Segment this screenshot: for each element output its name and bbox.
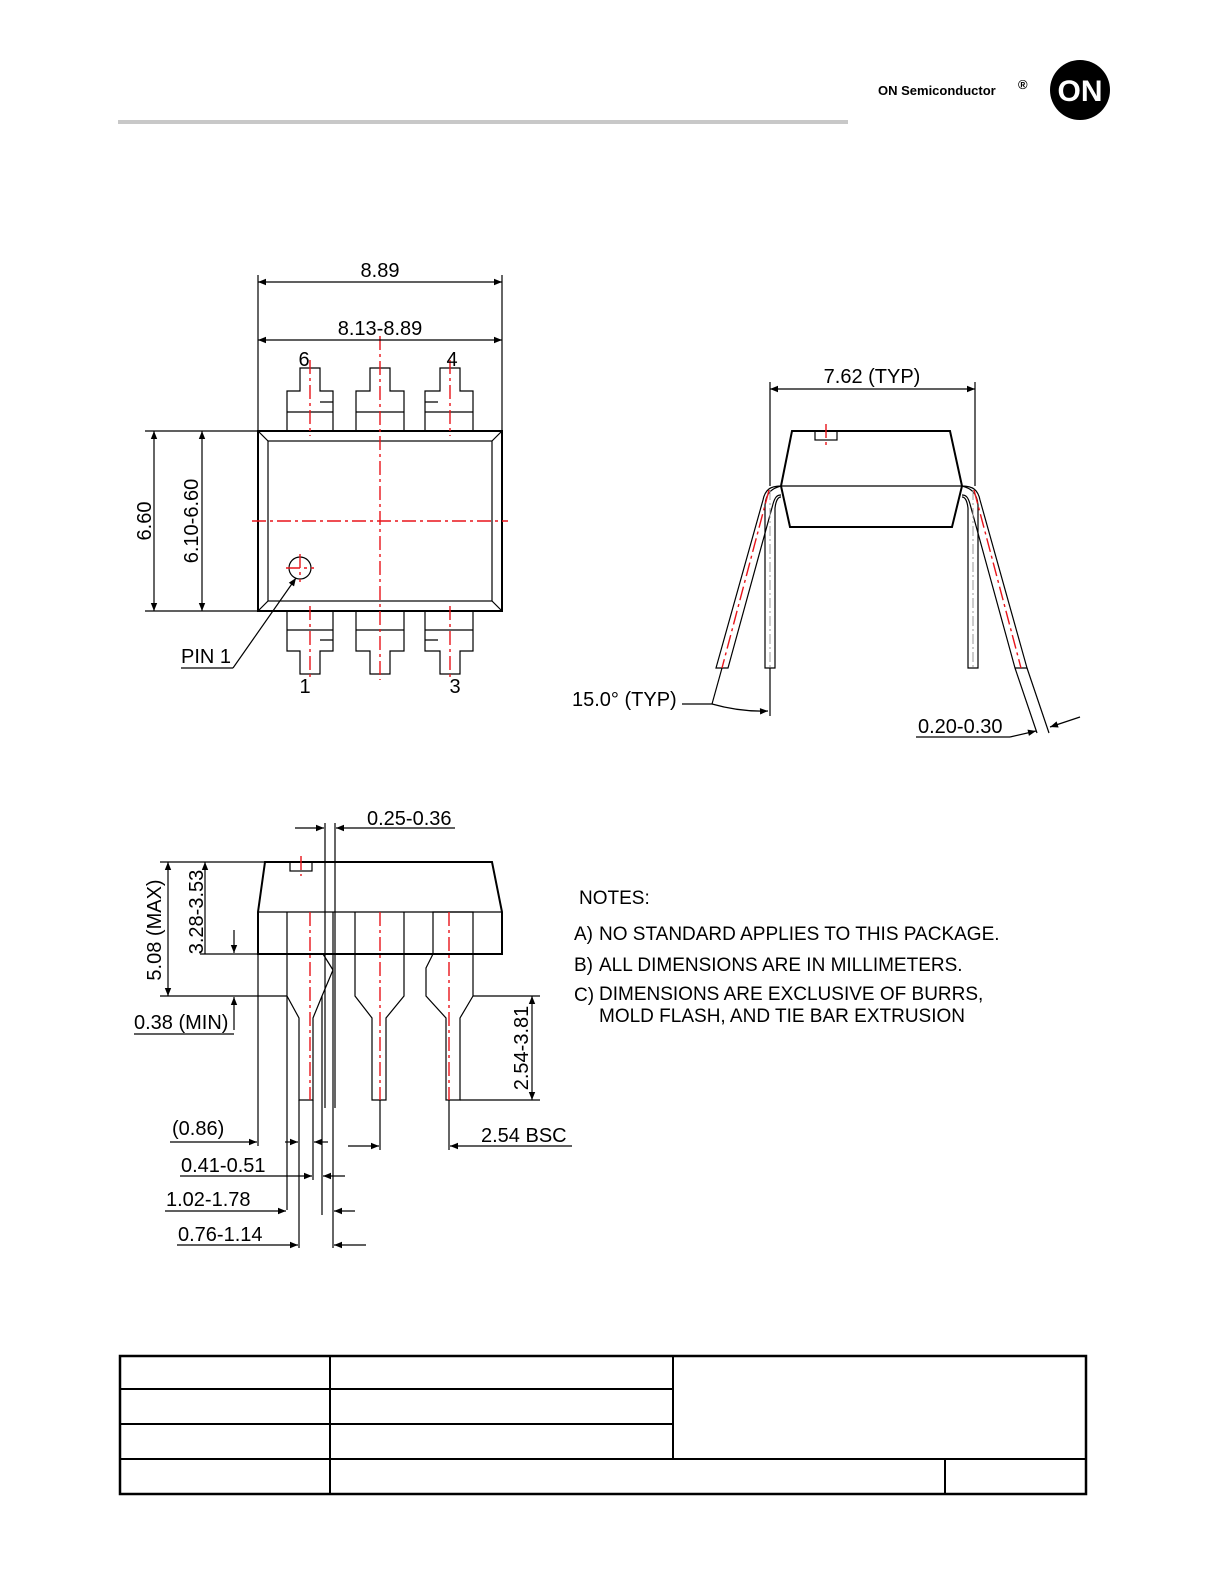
dim-lead-width: 0.41-0.51 [181, 1155, 266, 1177]
dim-lead-length: 2.54-3.81 [511, 1006, 533, 1091]
dim-overall-width: 6.60 [134, 502, 156, 541]
dim-pitch: 2.54 BSC [481, 1125, 567, 1147]
dim-overall-length: 8.89 [361, 260, 400, 282]
notes: NOTES: A) NO STANDARD APPLIES TO THIS PA… [574, 888, 1000, 1027]
side-lead-2 [354, 912, 405, 1101]
pin1-label: PIN 1 [181, 646, 231, 668]
end-left-outer-lead [715, 485, 782, 669]
dim-angle: 15.0° (TYP) [572, 689, 677, 711]
dim-lead-thk: 0.25-0.36 [367, 808, 452, 830]
pin-label-1: 1 [299, 676, 310, 698]
dim-body-height: 3.28-3.53 [186, 870, 208, 955]
end-body [779, 430, 964, 528]
on-logo: ON [1050, 60, 1110, 120]
side-view: 0.25-0.36 5.08 (MAX) 3.28-3.53 0.38 (MIN… [134, 808, 572, 1249]
svg-text:ON: ON [1058, 75, 1103, 108]
end-right-inner-lead [961, 485, 979, 669]
end-left-inner-lead [764, 485, 782, 669]
top-view: 8.89 8.13-8.89 6.60 6.10-6.60 6 4 1 3 PI… [134, 260, 508, 698]
side-lead-3 [425, 911, 474, 1101]
dim-standoff: 0.38 (MIN) [134, 1012, 228, 1034]
note-a-letter: A) [574, 924, 593, 945]
note-c-letter: C) [574, 985, 594, 1006]
dim-body-length: 8.13-8.89 [338, 318, 423, 340]
dim-height-max: 5.08 (MAX) [144, 879, 166, 980]
dim-lead-spacing: 7.62 (TYP) [824, 366, 921, 388]
pin-label-4: 4 [446, 349, 457, 371]
registered-mark: ® [1018, 77, 1028, 92]
dim-lead-thickness: 0.20-0.30 [918, 716, 1003, 738]
note-c-text-1: DIMENSIONS ARE EXCLUSIVE OF BURRS, [599, 984, 983, 1005]
dim-shoulder-width: 0.76-1.14 [178, 1224, 263, 1246]
notes-title: NOTES: [579, 888, 650, 909]
pin-label-3: 3 [449, 676, 460, 698]
dim-end: (0.86) [172, 1118, 224, 1140]
pin-label-6: 6 [298, 349, 309, 371]
dim-shoulder: 1.02-1.78 [166, 1189, 251, 1211]
header: ON Semiconductor ® ON [118, 60, 1110, 124]
note-b-text: ALL DIMENSIONS ARE IN MILLIMETERS. [599, 955, 963, 976]
note-c-text-2: MOLD FLASH, AND TIE BAR EXTRUSION [599, 1006, 965, 1027]
title-block [118, 1354, 1088, 1496]
end-right-outer-lead [961, 485, 1028, 669]
company-name: ON Semiconductor [878, 83, 996, 98]
note-a-text: NO STANDARD APPLIES TO THIS PACKAGE. [599, 924, 1000, 945]
dim-body-width: 6.10-6.60 [181, 479, 203, 564]
note-b-letter: B) [574, 955, 593, 976]
end-view: 7.62 (TYP) 15.0° (TYP) 0.20-0.30 [572, 366, 1081, 738]
